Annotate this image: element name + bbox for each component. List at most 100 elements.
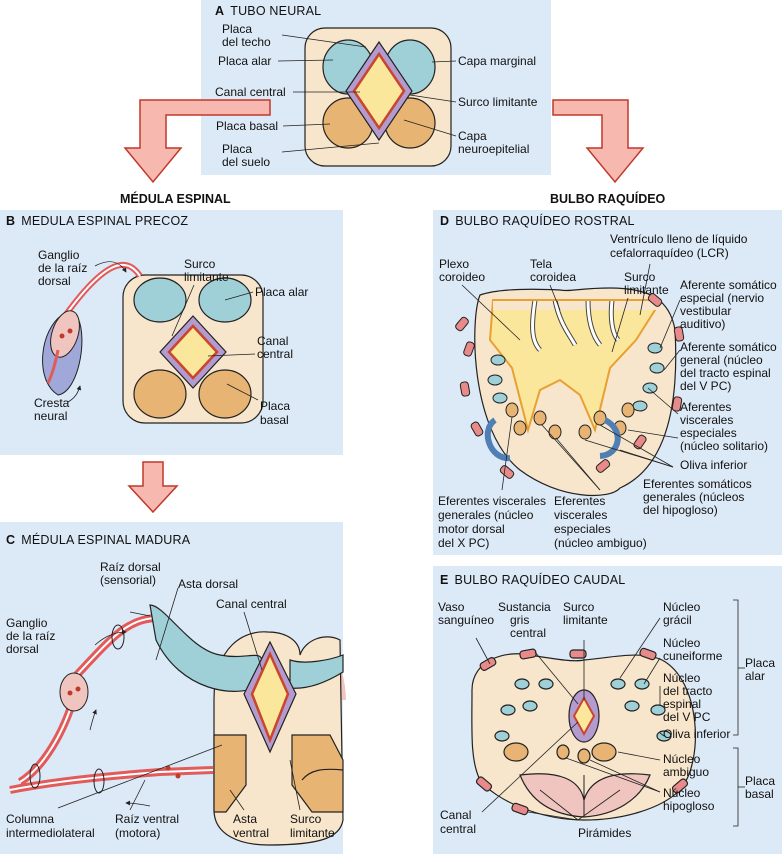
label-d-sve-1: Eferentes (554, 494, 606, 508)
label-e-spinal-v-3: espinal (663, 697, 702, 711)
panel-b-leaders (67, 261, 259, 403)
label-b-alar: Placa alar (255, 285, 309, 299)
label-roof-plate-2: del techo (222, 35, 271, 49)
label-e-gray-1: Sustancia (498, 600, 551, 614)
panel-a-title: A TUBO NEURAL (215, 4, 321, 18)
label-b-ganglion-2: de la raíz (38, 261, 88, 275)
label-e-spinal-v-1: Núcleo (663, 671, 701, 685)
panel-e-title: E BULBO RAQUÍDEO CAUDAL (440, 573, 625, 587)
panel-a-title-text: TUBO NEURAL (230, 4, 322, 18)
caudal-medulla (471, 647, 696, 821)
label-e-pyramids: Pirámides (578, 826, 632, 840)
label-e-cuneatus-2: cuneiforme (663, 649, 723, 663)
label-d-sva-2: viscerales (680, 413, 734, 427)
label-b-canal-2: central (257, 347, 294, 361)
header-spinal-cord: MÉDULA ESPINAL (120, 192, 231, 206)
label-d-sva-4: (núcleo solitario) (680, 439, 769, 453)
label-floor-plate-2: del suelo (222, 155, 271, 169)
label-e-olive: Oliva inferior (663, 727, 731, 741)
early-spinal-cord (122, 274, 264, 424)
label-d-gve-3: motor dorsal (438, 522, 505, 536)
panel-a-letter: A (215, 4, 225, 18)
label-e-basal-2: basal (745, 787, 774, 801)
label-c-ganglion-3: dorsal (6, 642, 39, 656)
label-alar-plate: Placa alar (218, 54, 272, 68)
rostral-medulla-nuclei (455, 293, 685, 479)
label-d-ssa-4: auditivo) (680, 317, 726, 331)
label-b-sulcus-2: limitante (184, 270, 229, 284)
label-d-ventricle-1: Ventrículo lleno de líquido (610, 232, 748, 246)
label-d-tela-1: Tela (530, 257, 553, 271)
label-e-gray-3: central (510, 626, 547, 640)
label-d-sva-3: especiales (680, 426, 737, 440)
arrow-to-medulla (552, 99, 645, 184)
label-d-sve-3: especiales (554, 522, 611, 536)
label-e-basal-1: Placa (745, 774, 776, 788)
label-c-dorsal-horn: Asta dorsal (178, 577, 239, 591)
label-e-sulcus-1: Surco (563, 600, 595, 614)
label-d-ssa-2: especial (nervio (680, 291, 765, 305)
label-e-spinal-v-2: del tracto (663, 684, 713, 698)
label-b-basal-1: Placa (260, 399, 291, 413)
label-d-sulcus-2: limitante (624, 283, 669, 297)
arrow-b-to-c (127, 461, 179, 514)
label-c-sulcus-1: Surco (290, 812, 322, 826)
label-e-gray-2: gris (510, 613, 530, 627)
mature-ganglion-and-roots (9, 614, 214, 794)
label-d-gsa-2: general (núcleo (680, 353, 763, 367)
label-b-crest-1: Cresta (34, 396, 70, 410)
label-b-crest-2: neural (34, 409, 68, 423)
label-c-central-canal: Canal central (216, 597, 287, 611)
label-d-ventricle-2: cefalorraquídeo (LCR) (610, 246, 729, 260)
early-ganglion (42, 261, 143, 396)
label-marginal-layer: Capa marginal (458, 54, 537, 68)
label-d-gsa-4: del V PC) (680, 379, 732, 393)
label-d-plexus-2: coroideo (439, 270, 486, 284)
label-c-column-2: intermediolateral (6, 826, 95, 840)
label-e-alar-2: alar (745, 669, 766, 683)
label-d-gsa-3: del tracto espinal (680, 366, 771, 380)
panel-e-letter: E (440, 573, 449, 587)
label-e-cuneatus-1: Núcleo (663, 636, 701, 650)
label-e-canal-2: central (440, 822, 477, 836)
neural-tube (304, 27, 452, 167)
panel-b-letter: B (6, 214, 16, 228)
label-neuroepithelial-2: neuroepitelial (458, 142, 530, 156)
label-c-ganglion-2: de la raíz (6, 629, 56, 643)
label-c-sulcus-2: limitante (290, 826, 335, 840)
label-central-canal: Canal central (215, 85, 286, 99)
panel-c-title-text: MÉDULA ESPINAL MADURA (21, 533, 191, 547)
label-d-tela-2: coroidea (530, 270, 577, 284)
label-d-gsa-1: Aferente somático (680, 340, 777, 354)
panel-d-title: D BULBO RAQUÍDEO ROSTRAL (440, 214, 635, 228)
panel-d-title-text: BULBO RAQUÍDEO ROSTRAL (455, 214, 635, 228)
label-basal-plate: Placa basal (216, 119, 279, 133)
label-e-ambiguus-1: Núcleo (663, 752, 701, 766)
label-e-vessel-1: Vaso (438, 600, 465, 614)
label-d-gse-3: del hipogloso) (643, 503, 718, 517)
label-b-basal-2: basal (260, 413, 289, 427)
label-c-ganglion-1: Ganglio (6, 616, 48, 630)
panel-b-title-text: MEDULA ESPINAL PRECOZ (21, 214, 189, 228)
label-neuroepithelial-1: Capa (458, 129, 487, 143)
panel-d-leaders (461, 263, 681, 491)
label-e-ambiguus-2: ambiguo (663, 765, 710, 779)
label-c-ventral-horn-2: ventral (233, 826, 270, 840)
panel-d-letter: D (440, 214, 450, 228)
label-b-ganglion-3: dorsal (38, 274, 71, 288)
mature-spinal-cord (149, 604, 346, 846)
label-c-dorsal-root-2: (sensorial) (100, 573, 157, 587)
label-e-spinal-v-4: del V PC (663, 710, 711, 724)
panel-e-title-text: BULBO RAQUÍDEO CAUDAL (454, 573, 626, 587)
label-e-canal-1: Canal (440, 808, 472, 822)
arrow-to-spinal-cord (123, 99, 271, 184)
label-c-ventral-root-2: (motora) (115, 826, 161, 840)
label-roof-plate-1: Placa (222, 22, 253, 36)
label-d-ssa-1: Aferente somático (680, 278, 777, 292)
label-c-dorsal-root-1: Raíz dorsal (100, 560, 161, 574)
label-d-sve-4: (núcleo ambiguo) (554, 536, 647, 550)
label-d-ssa-3: vestibular (680, 304, 732, 318)
label-d-olive: Oliva inferior (680, 458, 748, 472)
label-d-sva-1: Aferentes (680, 400, 732, 414)
